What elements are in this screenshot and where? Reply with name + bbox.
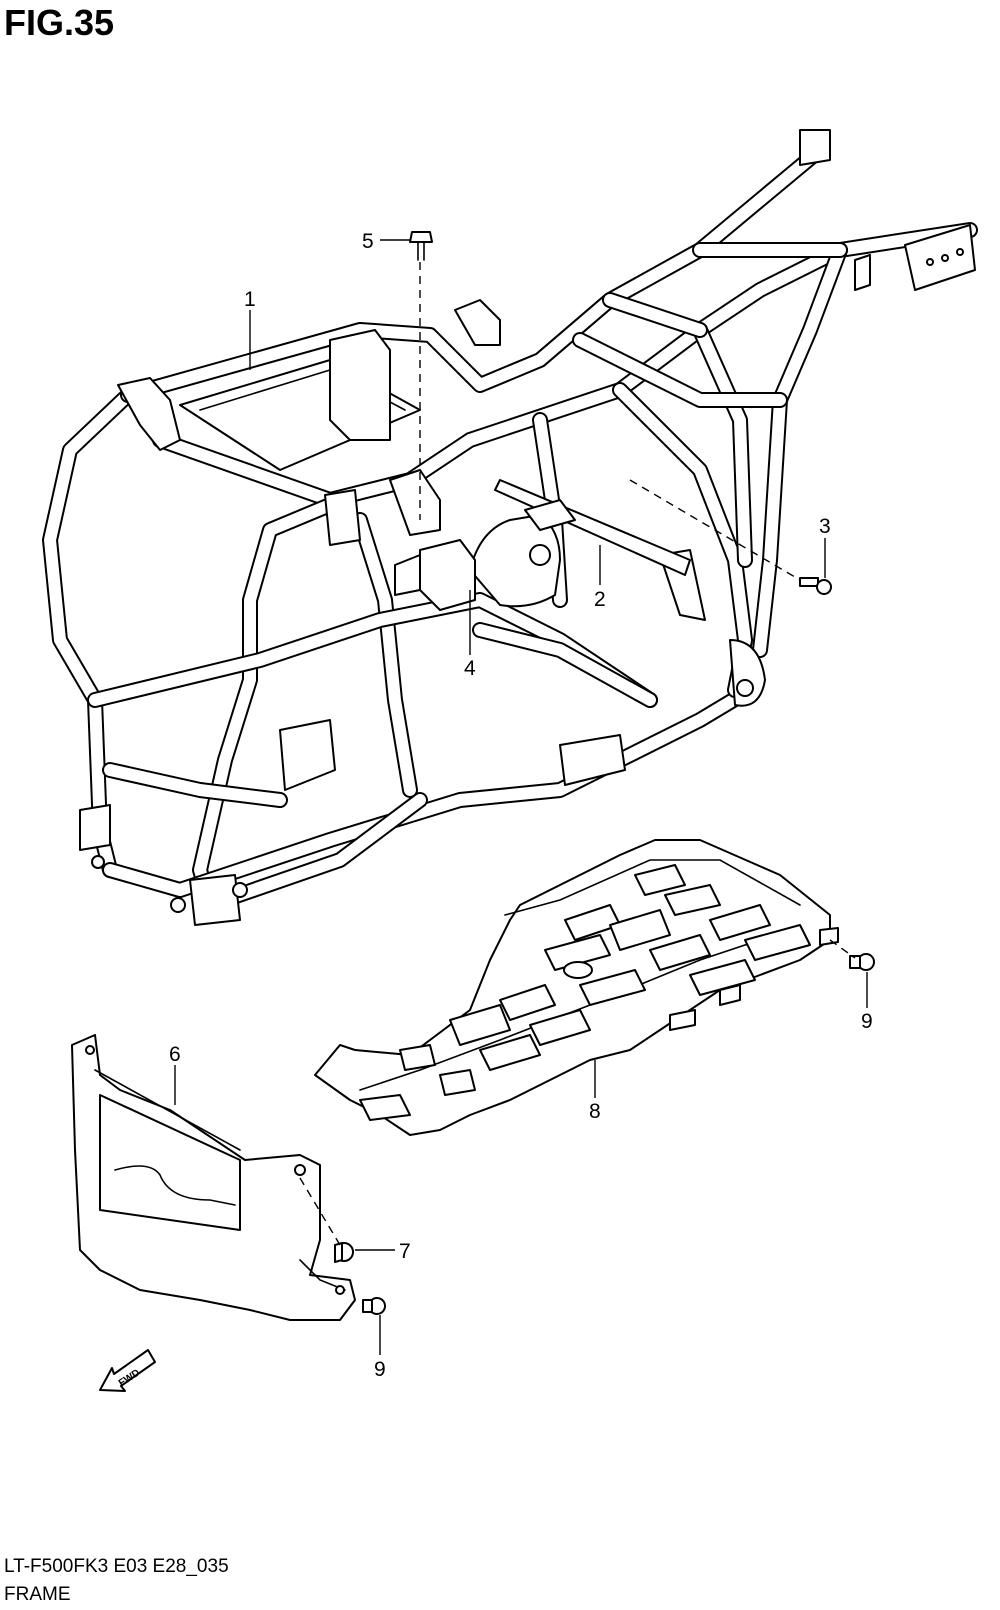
front-guard bbox=[71, 1034, 356, 1321]
bolt-9-lower bbox=[362, 1297, 386, 1315]
bolt-3 bbox=[799, 577, 832, 595]
callout-6: 6 bbox=[169, 1043, 181, 1066]
callout-5: 5 bbox=[362, 230, 374, 253]
mount-bracket bbox=[389, 469, 476, 611]
bolt-9-upper bbox=[849, 953, 875, 971]
cross-pipe bbox=[494, 479, 691, 576]
callout-2: 2 bbox=[594, 588, 606, 611]
section-name: FRAME bbox=[4, 1584, 71, 1605]
fwd-arrow-icon: FWD bbox=[99, 1349, 156, 1392]
callout-8: 8 bbox=[589, 1100, 601, 1123]
main-frame bbox=[42, 129, 978, 926]
callout-9-lower: 9 bbox=[374, 1358, 386, 1381]
callout-1: 1 bbox=[244, 288, 256, 311]
callout-labels: 1 2 3 4 5 6 7 8 9 9 bbox=[169, 230, 873, 1381]
callout-9-upper: 9 bbox=[861, 1010, 873, 1033]
model-code: LT-F500FK3 E03 E28_035 bbox=[4, 1556, 229, 1577]
leader-lines bbox=[174, 239, 868, 1355]
bolt-7 bbox=[334, 1242, 354, 1263]
skid-plate bbox=[314, 839, 839, 1136]
callout-4: 4 bbox=[464, 657, 476, 680]
figure-title: FIG.35 bbox=[4, 2, 115, 43]
callout-3: 3 bbox=[819, 515, 831, 538]
bolt-5 bbox=[409, 231, 433, 261]
callout-7: 7 bbox=[399, 1240, 411, 1263]
